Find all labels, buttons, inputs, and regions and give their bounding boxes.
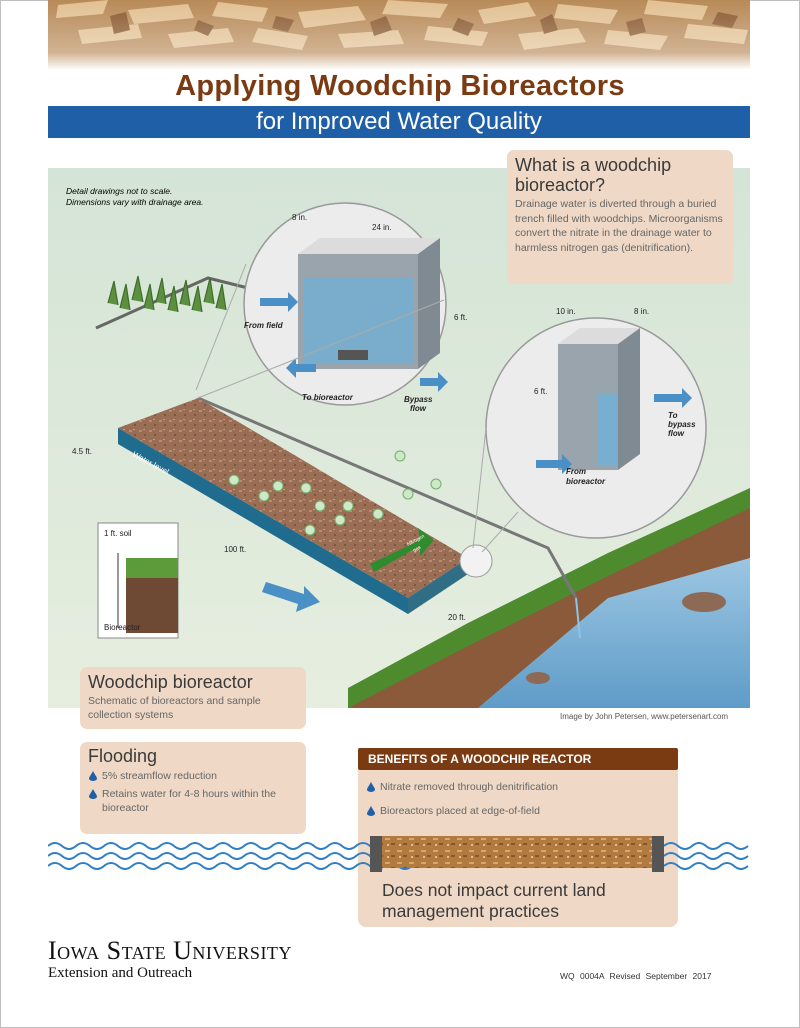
box1-length-label: 24 in. xyxy=(372,223,392,232)
flooding-heading: Flooding xyxy=(88,746,158,766)
woodchip-bioreactor-callout: Woodchip bioreactor Schematic of bioreac… xyxy=(80,667,306,729)
woodchip-bioreactor-body: Schematic of bioreactors and sample coll… xyxy=(88,695,261,721)
water-woodchip-trench-graphic xyxy=(48,836,749,872)
water-drop-icon xyxy=(89,771,97,781)
bed-length-label: 100 ft. xyxy=(224,545,246,554)
from-bioreactor-label-line1: From xyxy=(566,467,586,476)
woodchip-bioreactor-heading: Woodchip bioreactor xyxy=(88,672,253,692)
water-drop-icon xyxy=(367,806,375,816)
what-is-heading-line1: What is a woodchip xyxy=(515,155,672,175)
page-title: Applying Woodchip Bioreactors xyxy=(175,70,625,102)
from-field-label: From field xyxy=(244,321,284,330)
benefit-item-text: Bioreactors placed at edge-of-field xyxy=(380,805,540,817)
page-subtitle: for Improved Water Quality xyxy=(48,106,750,138)
list-item: Bioreactors placed at edge-of-field xyxy=(358,798,678,822)
what-is-heading-line2: bioreactor? xyxy=(515,175,606,195)
soil-depth-label: 1 ft. soil xyxy=(104,529,132,538)
university-logo-text: Iowa State University xyxy=(48,936,292,965)
publication-number: WQ 0004A xyxy=(560,971,605,981)
box2-height-label: 6 ft. xyxy=(534,387,547,396)
scale-note-line2: Dimensions vary with drainage area. xyxy=(66,197,203,207)
flooding-callout: Flooding 5% streamflow reduction Retains… xyxy=(80,742,306,834)
water-drop-icon xyxy=(367,782,375,792)
publication-info: WQ 0004A Revised September 2017 xyxy=(560,971,711,981)
box2-length-label: 8 in. xyxy=(634,307,649,316)
list-item: Retains water for 4-8 hours within the b… xyxy=(80,787,306,819)
list-item: Nitrate removed through denitrification xyxy=(358,774,678,798)
extension-outreach-text: Extension and Outreach xyxy=(48,965,193,981)
benefits-heading: BENEFITS OF A WOODCHIP REACTOR xyxy=(358,748,678,770)
bed-width-label: 20 ft. xyxy=(448,613,466,622)
inset-bioreactor-label: Bioreactor xyxy=(104,623,141,632)
to-bypass-label-line1: To xyxy=(668,411,678,420)
benefit-item-text: Nitrate removed through denitrification xyxy=(380,781,559,793)
woodchip-banner-image xyxy=(48,0,750,70)
revised-label: Revised xyxy=(609,971,641,981)
flooding-item-text: 5% streamflow reduction xyxy=(102,770,217,782)
to-bypass-label-line3: flow xyxy=(668,429,685,438)
bypass-flow-label-line2: flow xyxy=(410,404,427,413)
flooding-item-text: Retains water for 4-8 hours within the b… xyxy=(102,788,276,814)
to-bioreactor-label: To bioreactor xyxy=(302,393,354,402)
revision-date: September 2017 xyxy=(645,971,712,981)
to-bypass-label-line2: bypass xyxy=(668,420,696,429)
box2-width-label: 10 in. xyxy=(556,307,576,316)
box1-width-label: 8 in. xyxy=(292,213,307,222)
box1-height-label: 6 ft. xyxy=(454,313,467,322)
list-item: 5% streamflow reduction xyxy=(80,769,306,787)
nitrogen-gas-label-line2: gas xyxy=(412,544,422,553)
scale-note-line1: Detail drawings not to scale. xyxy=(66,186,172,196)
bypass-flow-label-line1: Bypass xyxy=(404,395,433,404)
from-bioreactor-label-line2: bioreactor xyxy=(566,477,606,486)
benefits-tagline: Does not impact current land management … xyxy=(382,880,606,921)
what-is-body: Drainage water is diverted through a bur… xyxy=(515,198,723,254)
bed-depth-label: 4.5 ft. xyxy=(72,447,92,456)
image-credit: Image by John Petersen, www.petersenart.… xyxy=(560,712,729,721)
water-drop-icon xyxy=(89,789,97,799)
bioreactor-illustration: Detail drawings not to scale. Dimensions… xyxy=(48,168,750,708)
